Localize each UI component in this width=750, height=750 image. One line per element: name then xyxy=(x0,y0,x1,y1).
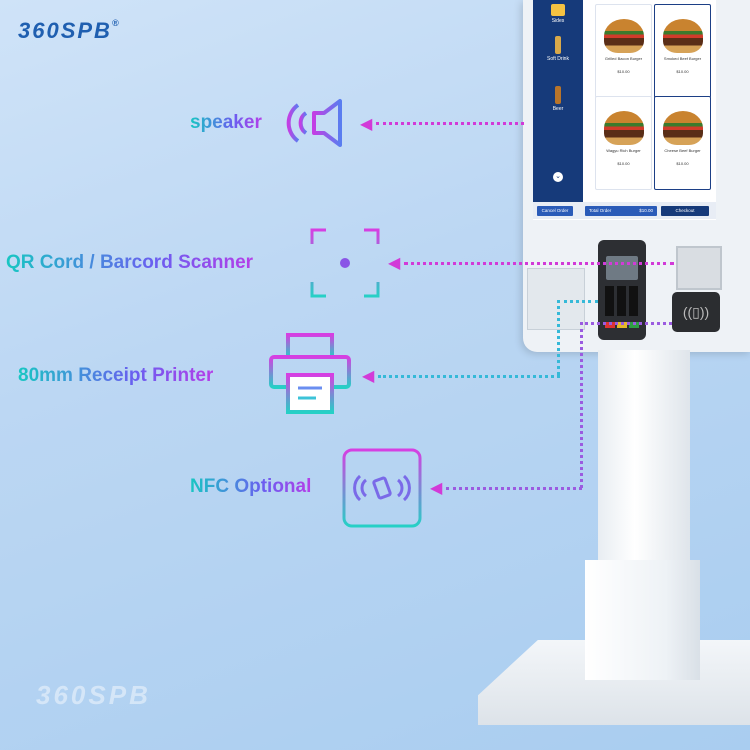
terminal-display xyxy=(606,256,638,280)
total-label: Total Order xyxy=(589,208,612,213)
product-card[interactable]: Grilled Bacon Burger $10.00 xyxy=(595,4,652,98)
order-bar: Cancel Order Total Order $10.00 Checkout xyxy=(533,202,716,219)
product-grid: Grilled Bacon Burger $10.00 Smoked Beef … xyxy=(533,0,716,205)
enter-key xyxy=(629,322,639,328)
feature-label-speaker: speaker xyxy=(190,112,262,133)
arrow-head-icon: ◀ xyxy=(430,480,443,497)
printer-icon xyxy=(269,333,351,414)
registered-mark: ® xyxy=(111,18,121,28)
payment-terminal xyxy=(598,240,646,340)
scanner-frame-icon xyxy=(310,228,380,298)
product-name: Wagyu Rich Burger xyxy=(606,148,641,153)
connector-line xyxy=(446,487,582,490)
category-soft-drink[interactable]: Soft Drink xyxy=(533,36,583,62)
brand-name: 360SPB xyxy=(18,18,112,43)
drink-icon xyxy=(555,36,561,54)
printer-slot xyxy=(527,268,585,330)
arrow-head-icon: ◀ xyxy=(360,116,373,133)
product-card[interactable]: Wagyu Rich Burger $10.00 xyxy=(595,96,652,190)
checkout-button[interactable]: Checkout xyxy=(661,206,709,216)
product-card[interactable]: Smoked Beef Burger $10.00 xyxy=(654,4,711,98)
beer-icon xyxy=(555,86,561,104)
total-order-bar[interactable]: Total Order $10.00 xyxy=(585,206,657,216)
terminal-keypad xyxy=(605,286,639,316)
product-name: Cheese Beef Burger xyxy=(664,148,701,153)
feature-label-printer: 80mm Receipt Printer xyxy=(18,365,214,386)
qr-scanner-window xyxy=(676,246,722,290)
connector-line xyxy=(378,375,560,378)
total-value: $10.00 xyxy=(639,208,653,213)
burger-image xyxy=(603,19,644,53)
nfc-icon: ((▯)) xyxy=(682,304,710,320)
kiosk-category-sidebar: Sides Soft Drink Beer ⌄ xyxy=(533,0,583,205)
feature-label-scanner: QR Cord / Barcord Scanner xyxy=(6,252,254,273)
product-price: $10.00 xyxy=(617,69,630,74)
burger-image xyxy=(662,111,703,145)
cancel-order-button[interactable]: Cancel Order xyxy=(537,206,573,216)
connector-line xyxy=(376,122,524,125)
scroll-down-button[interactable]: ⌄ xyxy=(533,172,583,182)
burger-image xyxy=(662,19,703,53)
brand-logo: 360SPB® xyxy=(18,18,121,44)
chevron-down-icon: ⌄ xyxy=(553,172,563,182)
speaker-icon xyxy=(286,99,342,147)
connector-line xyxy=(404,262,674,265)
product-price: $10.00 xyxy=(676,161,689,166)
arrow-head-icon: ◀ xyxy=(362,368,375,385)
category-beer[interactable]: Beer xyxy=(533,86,583,112)
product-price: $10.00 xyxy=(617,161,630,166)
nfc-reader: ((▯)) xyxy=(672,292,720,332)
watermark: 360SPB xyxy=(36,680,151,710)
category-sides[interactable]: Sides xyxy=(533,4,583,24)
connector-line xyxy=(557,300,560,375)
product-name: Grilled Bacon Burger xyxy=(604,56,643,61)
feature-label-nfc: NFC Optional xyxy=(190,476,312,497)
fries-icon xyxy=(551,4,565,16)
clear-key xyxy=(617,322,627,328)
connector-line xyxy=(580,322,672,325)
connector-line xyxy=(580,322,583,488)
product-card[interactable]: Cheese Beef Burger $10.00 xyxy=(654,96,711,190)
arrow-head-icon: ◀ xyxy=(388,255,401,272)
burger-image xyxy=(603,111,644,145)
product-name: Smoked Beef Burger xyxy=(663,56,702,61)
product-price: $10.00 xyxy=(676,69,689,74)
cancel-key xyxy=(605,322,615,328)
nfc-icon xyxy=(342,448,422,528)
connector-line xyxy=(557,300,598,303)
stand-cover xyxy=(585,560,700,680)
